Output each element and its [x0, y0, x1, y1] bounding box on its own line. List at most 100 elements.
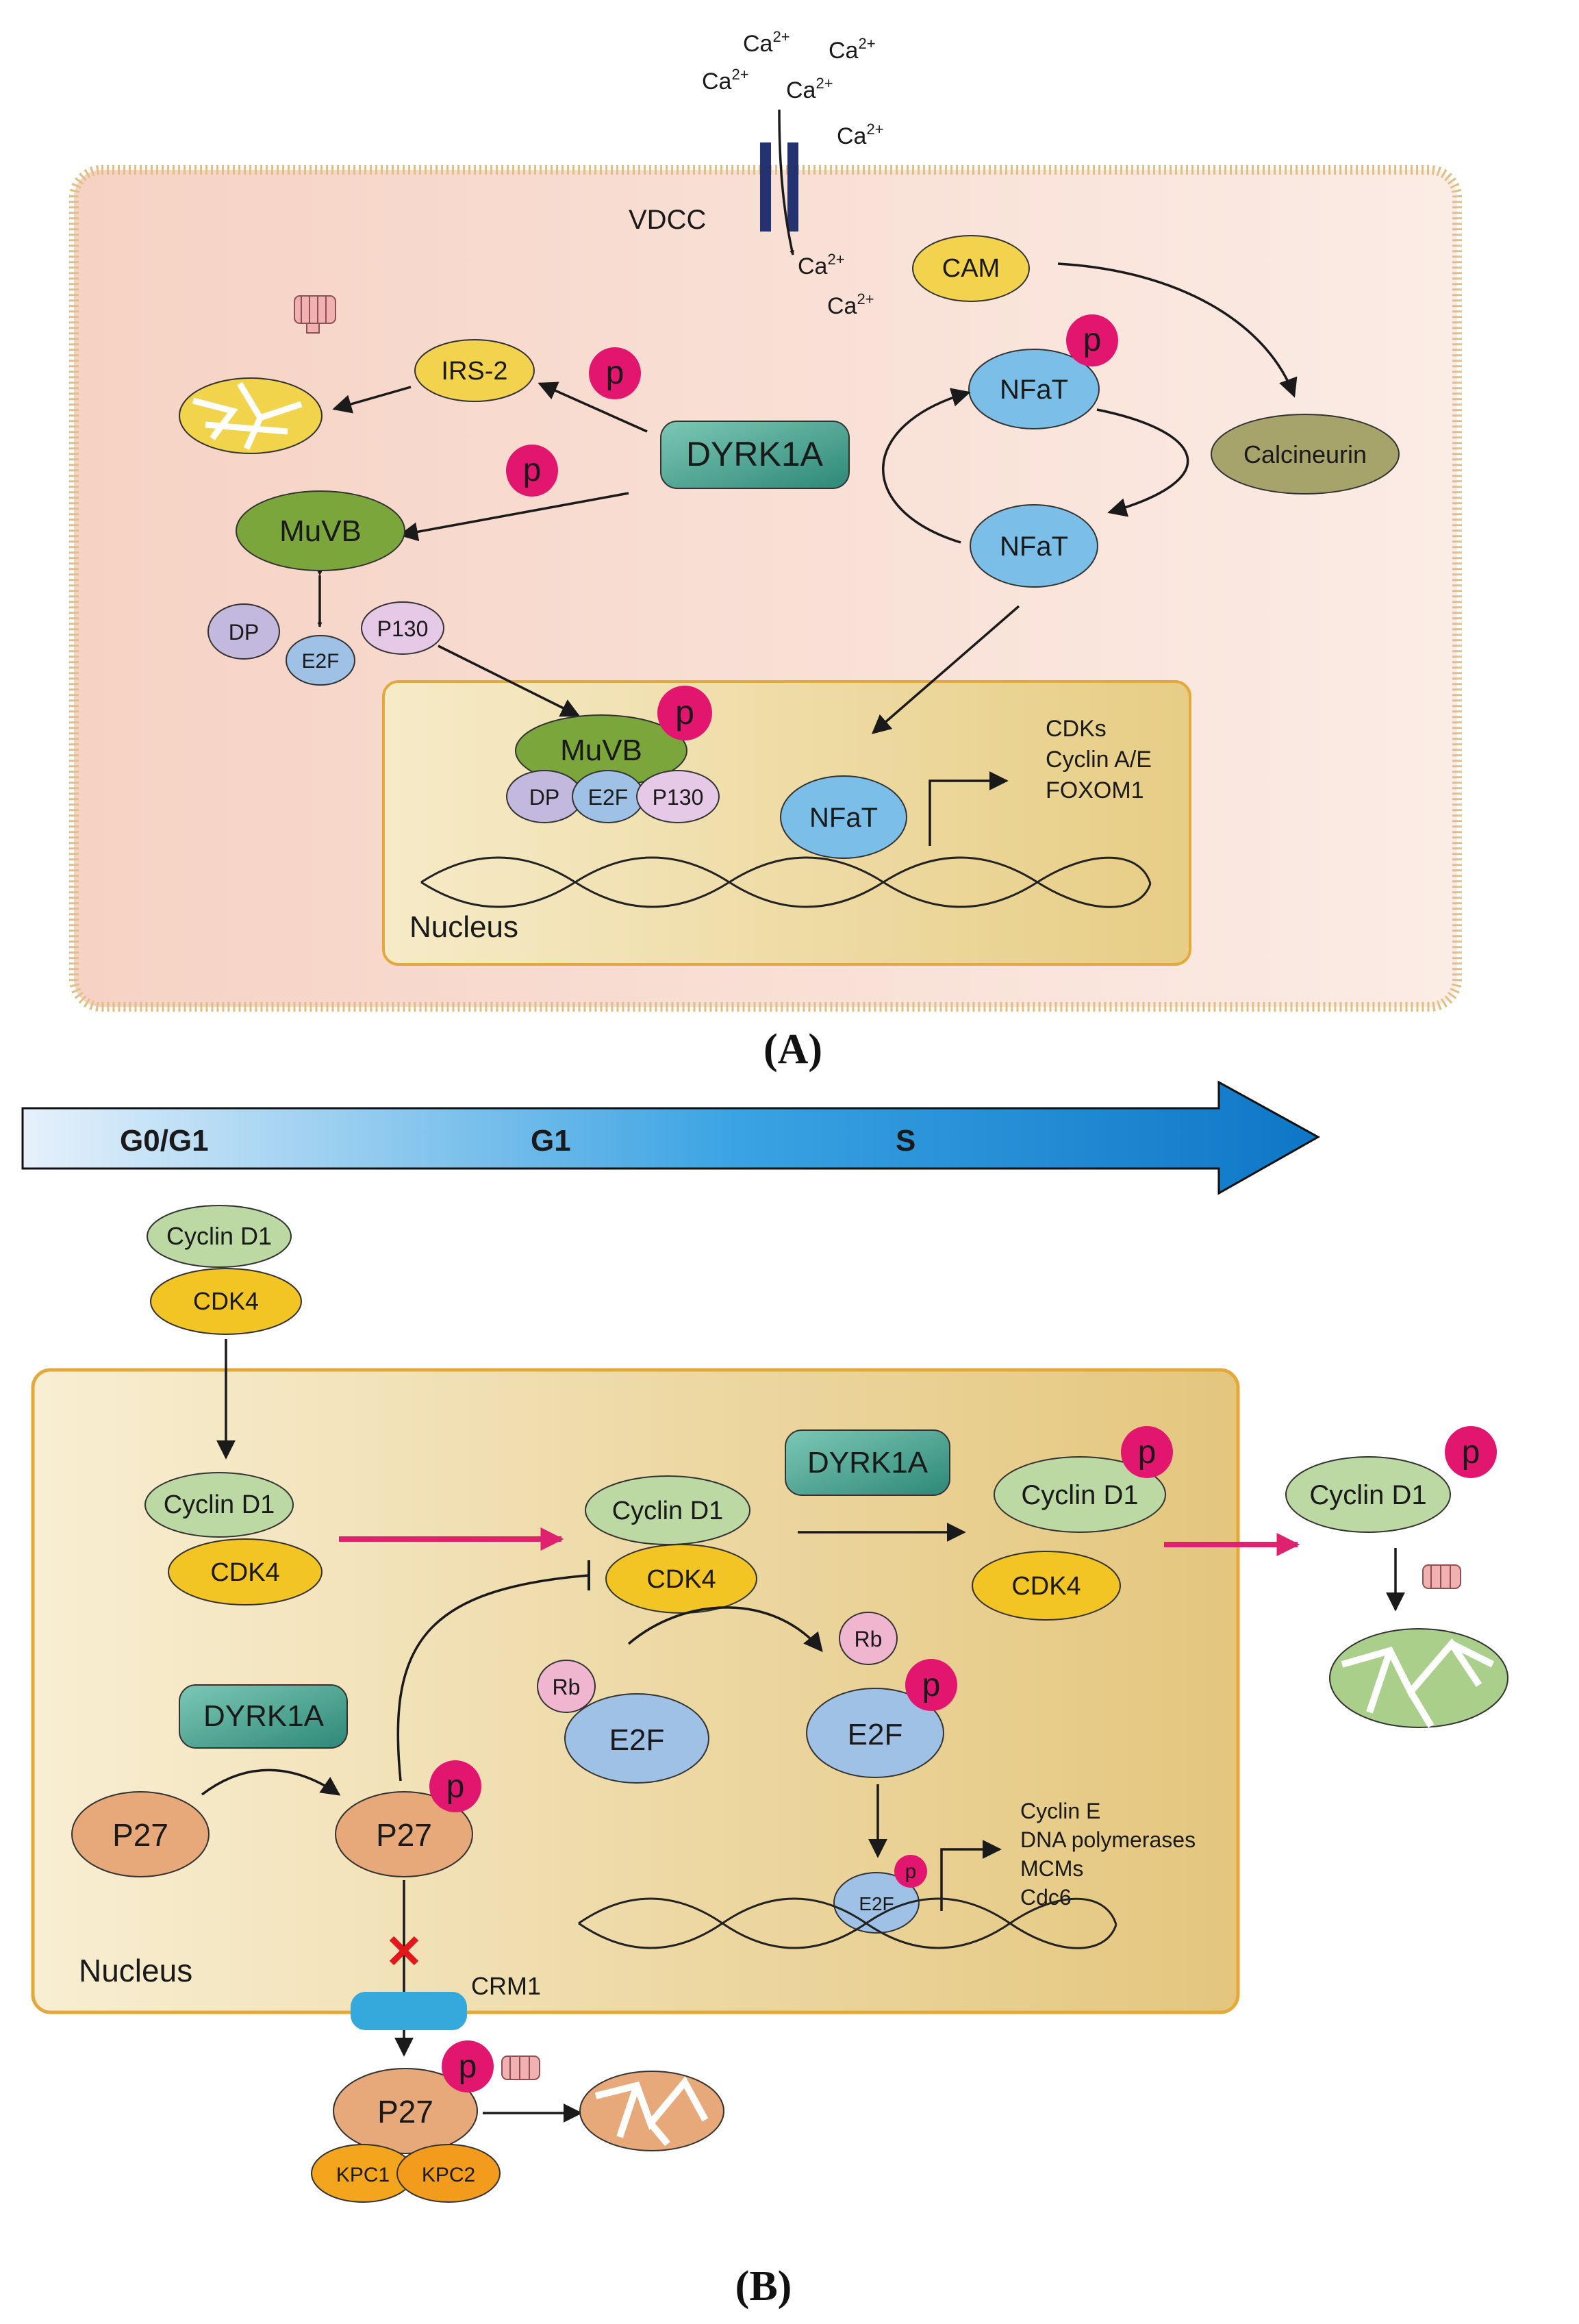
complex-to-nucleus-arrow [438, 645, 581, 717]
degraded-p27-icon [579, 2071, 724, 2151]
svg-text:Ca2+: Ca2+ [837, 121, 884, 149]
e2f-nucleus-node: E2F [572, 770, 644, 823]
cam-to-calcineurin-arrow [1057, 262, 1298, 398]
svg-text:Cyclin D1: Cyclin D1 [164, 1490, 275, 1519]
phospho-e2f-dna: p [894, 1855, 927, 1888]
nucleus-b [31, 1368, 1240, 2014]
cyclin-d1-left-node: Cyclin D1 [144, 1472, 294, 1538]
panel-b-label: (B) [735, 2263, 792, 2310]
svg-text:Ca2+: Ca2+ [702, 66, 749, 95]
svg-text:CDK4: CDK4 [193, 1287, 259, 1315]
svg-text:CAM: CAM [942, 254, 1000, 283]
svg-text:NFaT: NFaT [809, 803, 878, 833]
cyclin-d1-exported-node: Cyclin D1 [1285, 1456, 1451, 1533]
transcription-arrow-a [929, 771, 1009, 846]
phospho-muvb-nucleus: p [657, 686, 712, 740]
phospho-cyclin-d1: p [1121, 1426, 1173, 1478]
panel-a-label: (A) [763, 1026, 822, 1073]
svg-text:DP: DP [529, 785, 559, 810]
phase-g1: G1 [531, 1124, 571, 1158]
kpc2-node: KPC2 [396, 2144, 501, 2203]
nfat-cycle-right-arrow [1096, 408, 1189, 517]
svg-text:FOXOM1: FOXOM1 [1046, 777, 1144, 803]
e2f-right-node: E2F [806, 1688, 944, 1778]
degraded-cyclin-icon [1329, 1628, 1508, 1728]
svg-text:Rb: Rb [553, 1675, 581, 1699]
transcription-arrow-b [940, 1840, 1002, 1911]
svg-text:KPC2: KPC2 [422, 2164, 475, 2186]
nfat-cycle-left-arrow [882, 388, 971, 544]
phospho-irs2: p [589, 347, 641, 399]
svg-text:E2F: E2F [588, 785, 629, 810]
svg-text:p: p [675, 693, 694, 732]
svg-text:p: p [1462, 1434, 1480, 1471]
svg-text:Cyclin D1: Cyclin D1 [166, 1222, 272, 1250]
svg-text:Ca2+: Ca2+ [827, 290, 874, 319]
nfat-top-node: NFaT [968, 349, 1100, 429]
phospho-p27-out: p [442, 2040, 494, 2092]
nfat-to-nucleus-arrow [871, 605, 1020, 734]
nfat-mid-node: NFaT [970, 504, 1098, 588]
p130-nucleus-node: P130 [636, 770, 720, 823]
e2f-dna-node: E2F [833, 1872, 920, 1934]
target-genes-b: Cyclin E DNA polymerases MCMs Cdc6 [1020, 1799, 1196, 1910]
nucleus-label-a: Nucleus [409, 910, 518, 944]
svg-text:p: p [523, 452, 542, 488]
svg-text:CDKs: CDKs [1046, 716, 1107, 742]
svg-text:Cyclin D1: Cyclin D1 [1021, 1480, 1138, 1510]
svg-text:Ca2+: Ca2+ [743, 28, 790, 57]
svg-text:Cdc6: Cdc6 [1020, 1885, 1072, 1910]
muvb-node: MuVB [236, 490, 405, 571]
dyrk1a-node-a: DYRK1A [660, 421, 850, 489]
svg-text:p: p [922, 1667, 941, 1703]
calcineurin-node: Calcineurin [1211, 414, 1400, 495]
svg-text:Cyclin D1: Cyclin D1 [1309, 1480, 1426, 1510]
vdcc-channel: VDCC [629, 109, 798, 255]
phospho-cyclin-d1-out: p [1445, 1426, 1497, 1478]
svg-text:MuVB: MuVB [279, 514, 362, 548]
svg-text:Rb: Rb [855, 1627, 883, 1651]
p27-phospho-node: P27 [335, 1791, 473, 1877]
svg-text:p: p [1138, 1434, 1157, 1471]
p27-phosphorylation-arrow [201, 1769, 341, 1796]
dyrk1a-node-b-top: DYRK1A [785, 1429, 950, 1496]
panel-b: Cyclin D1 CDK4 Cyclin D1 CDK4 Cyclin D1 … [31, 1205, 1508, 2310]
svg-text:DYRK1A: DYRK1A [807, 1446, 929, 1479]
svg-text:p: p [606, 355, 624, 391]
svg-text:P130: P130 [653, 785, 704, 810]
p130-node: P130 [361, 601, 444, 655]
svg-text:Ca2+: Ca2+ [829, 35, 876, 64]
degraded-protein-icon [179, 377, 323, 454]
crm1-label: CRM1 [471, 1972, 541, 2000]
dna-helix-b [578, 1897, 1117, 1949]
svg-text:P130: P130 [377, 616, 429, 641]
svg-text:E2F: E2F [609, 1723, 665, 1757]
svg-text:DP: DP [229, 620, 259, 645]
svg-text:P27: P27 [377, 2094, 433, 2129]
nucleus-label-b: Nucleus [79, 1953, 192, 1988]
svg-text:Cyclin E: Cyclin E [1020, 1799, 1100, 1823]
phospho-nfat-top: p [1066, 314, 1118, 366]
svg-text:P27: P27 [112, 1817, 168, 1853]
svg-text:p: p [1083, 322, 1102, 358]
svg-text:Cyclin A/E: Cyclin A/E [1046, 747, 1152, 773]
p27-exported-node: P27 [333, 2068, 478, 2154]
dyrk1a-to-irs2-arrow [538, 382, 648, 433]
cam-node: CAM [912, 235, 1030, 302]
cdk4-left-node: CDK4 [168, 1538, 323, 1605]
cdk4-outside-node: CDK4 [150, 1268, 302, 1335]
target-genes-a: CDKs Cyclin A/E FOXOM1 [1046, 716, 1152, 803]
cdk4-to-rb-arrow [627, 1606, 823, 1653]
cyclin-d1-phospho-node: Cyclin D1 [994, 1456, 1166, 1533]
blocked-x-icon [389, 1936, 419, 1966]
rb-right-node: Rb [839, 1612, 898, 1665]
phospho-e2f: p [905, 1659, 957, 1711]
vdcc-label: VDCC [629, 205, 706, 235]
svg-text:NFaT: NFaT [1000, 375, 1068, 405]
svg-text:p: p [459, 2049, 477, 2085]
svg-text:P27: P27 [376, 1817, 432, 1853]
muvb-nucleus-node: MuVB [515, 714, 687, 787]
phospho-muvb: p [506, 445, 558, 497]
dyrk1a-to-muvb-arrow [399, 492, 629, 542]
svg-text:DYRK1A: DYRK1A [686, 435, 824, 473]
